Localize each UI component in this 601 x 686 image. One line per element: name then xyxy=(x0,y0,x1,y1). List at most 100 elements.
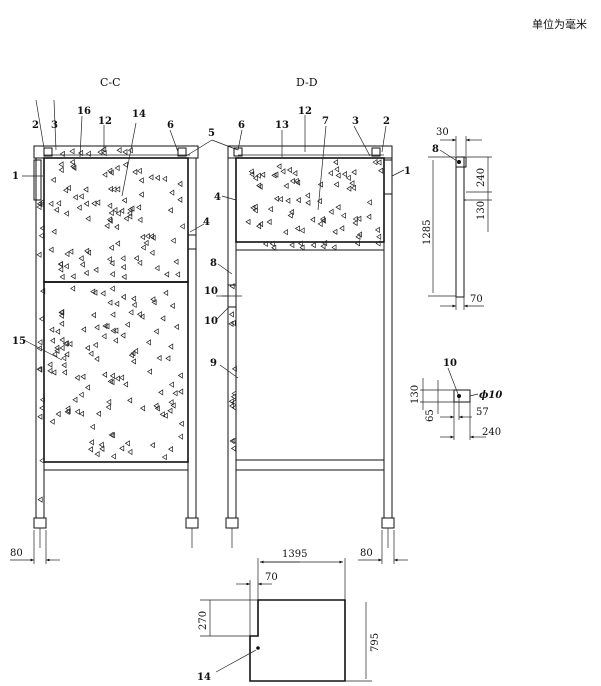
hatch-triangle xyxy=(345,174,351,182)
hatch-triangle xyxy=(78,255,84,262)
hatch-triangle xyxy=(122,148,128,156)
hatch-triangle xyxy=(115,210,121,217)
cc-label-16: 16 xyxy=(77,106,91,117)
hatch-triangle xyxy=(70,163,76,170)
hatch-triangle xyxy=(90,311,96,319)
hatch-triangle xyxy=(229,437,235,445)
hatch-triangle xyxy=(49,337,55,344)
hatch-triangle xyxy=(169,302,175,309)
hatch-triangle xyxy=(292,170,298,177)
hatch-triangle xyxy=(115,186,121,193)
hatch-triangle xyxy=(59,320,65,327)
hatch-triangle xyxy=(128,309,134,316)
hatch-triangle xyxy=(64,250,70,258)
hatch-triangle xyxy=(107,378,113,385)
hatch-triangle xyxy=(62,340,68,347)
hatch-triangle xyxy=(39,201,45,208)
hatch-triangle xyxy=(178,433,184,440)
hatch-triangle xyxy=(153,402,159,409)
hatch-triangle xyxy=(374,226,380,234)
detail-10-dim-130: 130 xyxy=(410,385,421,404)
hatch-triangle xyxy=(356,215,362,222)
hatch-triangle xyxy=(149,442,155,449)
hatch-triangle xyxy=(305,199,311,206)
hatch-triangle xyxy=(310,216,316,223)
detail-8-label: 8 xyxy=(432,144,439,155)
dd-label-1: 1 xyxy=(404,166,411,177)
panel-14-dim-270: 270 xyxy=(198,611,209,630)
hatch-triangle xyxy=(107,256,113,263)
dd-label-12: 12 xyxy=(298,106,312,117)
hatch-triangle xyxy=(97,149,103,156)
hatch-triangle xyxy=(178,388,184,395)
hatch-triangle xyxy=(138,177,144,184)
hatch-triangle xyxy=(156,354,162,362)
hatch-triangle xyxy=(119,207,125,215)
hatch-triangle xyxy=(123,215,129,222)
cc-label-3: 3 xyxy=(51,120,58,131)
hatch-triangle xyxy=(346,185,352,192)
hatch-triangle xyxy=(231,365,237,373)
hatch-triangle xyxy=(61,369,67,376)
hatch-triangle xyxy=(39,457,45,464)
hatch-triangle xyxy=(89,423,95,431)
hatch-triangle xyxy=(168,381,174,388)
hatch-triangle xyxy=(129,205,135,212)
section-cc-title: C-C xyxy=(100,76,121,89)
hatch-triangle xyxy=(50,176,56,184)
hatch-triangle xyxy=(92,341,98,349)
hatch-triangle xyxy=(78,391,84,398)
hatch-triangle xyxy=(107,299,113,306)
hatch-triangle xyxy=(95,410,101,417)
dd-opening xyxy=(235,249,385,461)
dd-label-13: 13 xyxy=(275,120,289,131)
detail-10: 10 ϕ10 130 65 57 240 xyxy=(410,358,502,440)
hatch-triangle xyxy=(39,225,45,232)
hatch-triangle xyxy=(85,150,91,157)
cc-label-12: 12 xyxy=(98,116,112,127)
hatch-triangle xyxy=(372,159,378,166)
hatch-triangle xyxy=(316,198,322,205)
hatch-triangle xyxy=(248,168,254,175)
hatch-triangle xyxy=(262,240,268,248)
hatch-triangle xyxy=(271,172,277,179)
hatch-triangle xyxy=(127,213,133,220)
hatch-triangle xyxy=(231,404,237,411)
hatch-triangle xyxy=(39,396,45,403)
hatch-triangle xyxy=(137,259,143,267)
hatch-triangle xyxy=(106,216,112,223)
hatch-triangle xyxy=(49,326,55,333)
hatch-triangle xyxy=(47,361,53,368)
hatch-triangle xyxy=(55,410,61,418)
cc-label-15: 15 xyxy=(12,336,26,347)
hatch-triangle xyxy=(160,315,166,322)
dd-label-10a: 10 xyxy=(204,286,218,297)
hatch-triangle xyxy=(105,404,111,411)
cc-label-6: 6 xyxy=(167,120,174,131)
hatch-triangle xyxy=(172,390,178,397)
hatch-triangle xyxy=(165,355,171,362)
hatch-triangle xyxy=(295,179,301,186)
hatch-triangle xyxy=(138,191,144,198)
hatch-triangle xyxy=(49,418,55,425)
hatch-triangle xyxy=(273,171,279,178)
hatch-triangle xyxy=(36,365,42,373)
hatch-triangle xyxy=(57,261,63,268)
hatch-triangle xyxy=(127,397,133,404)
hatch-triangle xyxy=(378,167,384,174)
hatch-triangle xyxy=(101,333,107,340)
detail-8-dim-30: 30 xyxy=(436,127,449,138)
hatch-triangle xyxy=(63,263,69,270)
hatch-triangle xyxy=(107,202,113,209)
hatch-triangle xyxy=(289,241,295,249)
hatch-triangle xyxy=(167,407,173,414)
dd-label-9: 9 xyxy=(210,358,217,369)
hatch-triangle xyxy=(120,332,126,339)
hatch-triangle xyxy=(59,150,65,158)
hatch-triangle xyxy=(289,208,295,216)
hatch-triangle xyxy=(178,420,184,427)
hatch-triangle xyxy=(173,323,179,331)
hatch-triangle xyxy=(74,374,80,381)
hatch-triangle xyxy=(132,168,138,176)
